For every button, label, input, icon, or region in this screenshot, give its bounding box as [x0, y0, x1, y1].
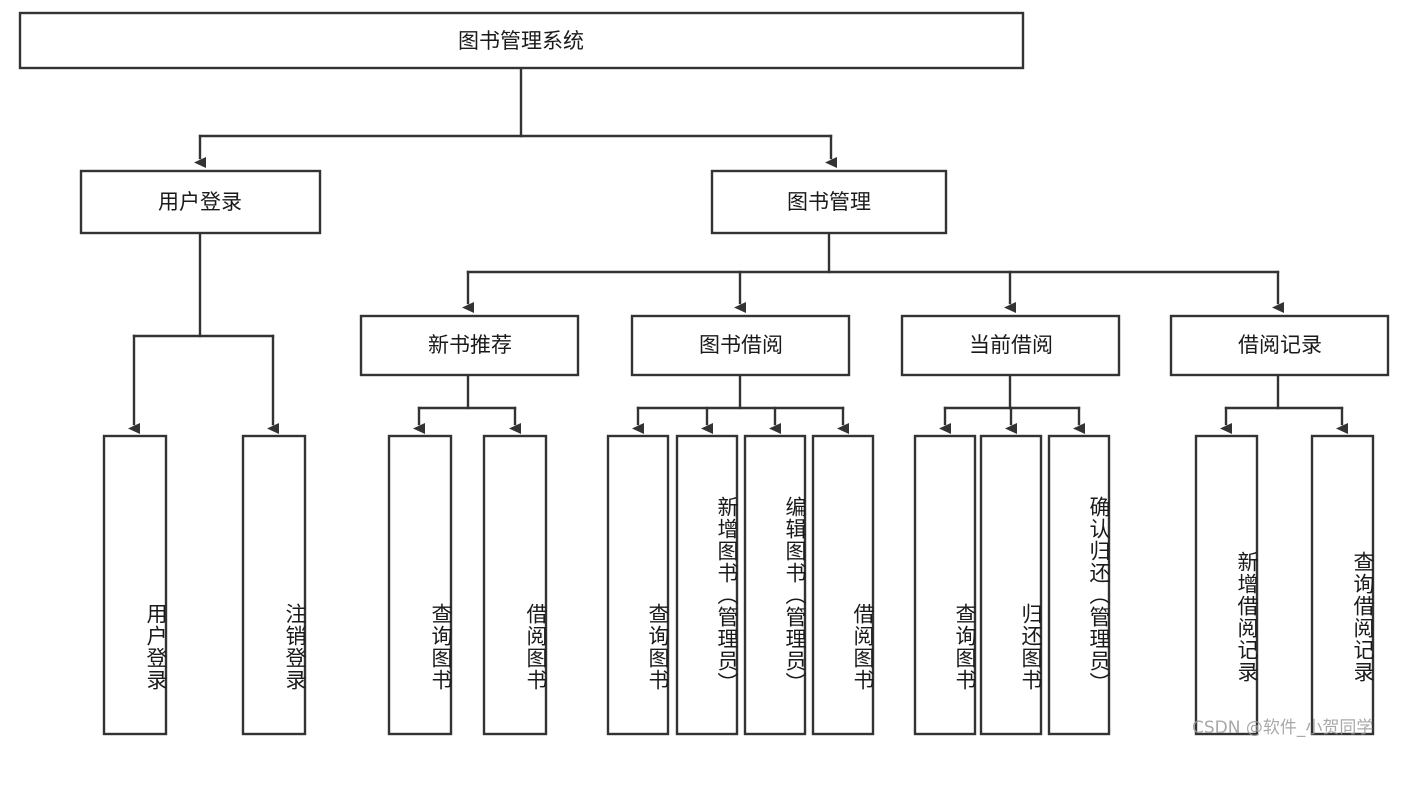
- node-leaf-borrow-book-recommend-box[interactable]: [482, 434, 548, 736]
- node-leaf-logout-login-box[interactable]: [241, 434, 307, 736]
- node-leaf-query-book-recommend-box[interactable]: [387, 434, 453, 736]
- node-current-borrow-box[interactable]: [900, 314, 1121, 377]
- node-leaf-borrow-book-box[interactable]: [811, 434, 875, 736]
- node-leaf-add-book-admin-box[interactable]: [675, 434, 739, 736]
- node-leaf-return-book-box[interactable]: [979, 434, 1043, 736]
- node-borrow-record-box[interactable]: [1169, 314, 1390, 377]
- node-leaf-add-borrow-record-box[interactable]: [1194, 434, 1259, 736]
- connector-layer: [128, 66, 1348, 434]
- node-layer: 图书管理系统 用户登录 图书管理 新书推荐 图书借阅 当前借阅 借阅记录: [18, 11, 1390, 736]
- node-book-borrow-label: 图书借阅: [699, 333, 783, 357]
- node-leaf-query-book-current-box[interactable]: [913, 434, 977, 736]
- csdn-watermark: CSDN @软件_小贺同学: [1192, 718, 1374, 738]
- node-root-box[interactable]: [18, 11, 1025, 70]
- flowchart-diagram: 图书管理系统 用户登录 图书管理 新书推荐 图书借阅 当前借阅 借阅记录: [18, 11, 1390, 738]
- node-leaf-query-book-borrow-box[interactable]: [606, 434, 670, 736]
- node-borrow-record-label: 借阅记录: [1238, 333, 1322, 357]
- node-new-book-recommend-box[interactable]: [359, 314, 580, 377]
- node-leaf-query-borrow-record-box[interactable]: [1310, 434, 1375, 736]
- node-leaf-user-login-box[interactable]: [102, 434, 168, 736]
- node-user-login-label: 用户登录: [158, 190, 242, 214]
- node-leaf-confirm-return-admin-box[interactable]: [1047, 434, 1111, 736]
- node-current-borrow-label: 当前借阅: [969, 333, 1053, 357]
- node-book-management-label: 图书管理: [787, 190, 871, 214]
- node-leaf-edit-book-admin-box[interactable]: [743, 434, 807, 736]
- node-root-label: 图书管理系统: [458, 29, 584, 53]
- node-book-management-box[interactable]: [710, 169, 948, 235]
- node-user-login-box[interactable]: [79, 169, 322, 235]
- node-book-borrow-box[interactable]: [630, 314, 851, 377]
- node-new-book-recommend-label: 新书推荐: [428, 333, 512, 357]
- tree-svg-canvas: 图书管理系统 用户登录 图书管理 新书推荐 图书借阅 当前借阅 借阅记录: [18, 11, 1390, 736]
